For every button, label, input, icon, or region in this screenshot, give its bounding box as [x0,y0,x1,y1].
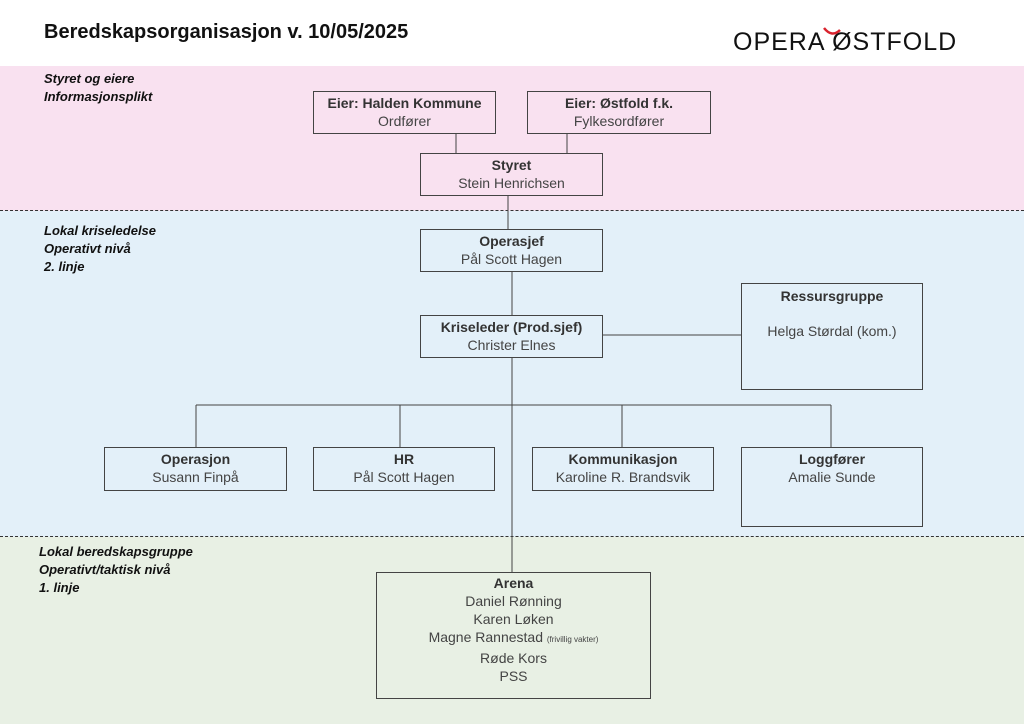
logo-swoosh-icon [823,27,841,35]
owners-band [0,66,1024,211]
node-subtitle: Susann Finpå [152,469,239,485]
arena-member: Karen Løken [473,611,554,627]
node-subtitle: Stein Henrichsen [458,175,565,191]
node-resource-group: Ressursgruppe Helga Størdal (kom.) [741,283,923,390]
node-operations: Operasjon Susann Finpå [104,447,287,491]
band-label-line: Styret og eiere [44,71,135,86]
node-title: Kommunikasjon [568,451,678,467]
band-label-line: Lokal beredskapsgruppe [39,544,193,559]
node-title: HR [393,451,415,467]
band-label-line: 1. linje [39,580,80,595]
node-owner-ostfold: Eier: Østfold f.k. Fylkesordfører [527,91,711,134]
node-arena: Arena Daniel Rønning Karen Løken Magne R… [376,572,651,699]
owners-band-label: Styret og eiere Informasjonsplikt [44,70,152,106]
node-subtitle: Helga Størdal (kom.) [767,323,897,339]
node-title: Kriseleder (Prod.sjef) [440,319,583,335]
node-title: Operasjon [160,451,231,467]
arena-member: Magne Rannestad (frivillig vakter) [377,628,650,649]
local-band-label: Lokal beredskapsgruppe Operativt/taktisk… [39,543,193,597]
node-subtitle: Karoline R. Brandsvik [555,469,691,485]
node-title: Loggfører [798,451,866,467]
band-label-line: 2. linje [44,259,85,274]
node-subtitle: Christer Elnes [467,337,556,353]
arena-member: PSS [499,668,528,684]
node-ops-chief: Operasjef Pål Scott Hagen [420,229,603,272]
logo-text: OPERA ØSTFOLD [733,28,958,56]
band-label-line: Operativt nivå [44,241,131,256]
node-subtitle: Amalie Sunde [788,469,876,485]
crisis-band-label: Lokal kriseledelse Operativt nivå 2. lin… [44,222,156,276]
node-subtitle: Pål Scott Hagen [460,251,563,267]
arena-member: Daniel Rønning [465,593,562,609]
band-label-line: Operativt/taktisk nivå [39,562,171,577]
arena-member-note: (frivillig vakter) [546,635,599,644]
node-subtitle: Ordfører [378,113,431,129]
node-board: Styret Stein Henrichsen [420,153,603,196]
node-title: Arena [493,575,534,591]
page-title: Beredskapsorganisasjon v. 10/05/2025 [44,21,409,43]
node-title: Eier: Østfold f.k. [564,95,674,111]
band-label-line: Lokal kriseledelse [44,223,157,238]
band-label-line: Informasjonsplikt [44,89,153,104]
node-title: Styret [491,157,532,173]
band-divider [0,210,1024,211]
node-subtitle: Pål Scott Hagen [353,469,455,485]
arena-member: Røde Kors [480,650,547,666]
node-title: Ressursgruppe [780,288,884,304]
node-logger: Loggfører Amalie Sunde [741,447,923,527]
node-owner-halden: Eier: Halden Kommune Ordfører [313,91,496,134]
arena-member-name: Magne Rannestad [428,629,543,645]
node-hr: HR Pål Scott Hagen [313,447,495,491]
node-subtitle: Fylkesordfører [573,113,665,129]
logo: OPERA ØSTFOLD [733,28,957,57]
node-title: Operasjef [479,233,544,249]
node-crisis-leader: Kriseleder (Prod.sjef) Christer Elnes [420,315,603,358]
node-title: Eier: Halden Kommune [327,95,482,111]
node-communication: Kommunikasjon Karoline R. Brandsvik [532,447,714,491]
